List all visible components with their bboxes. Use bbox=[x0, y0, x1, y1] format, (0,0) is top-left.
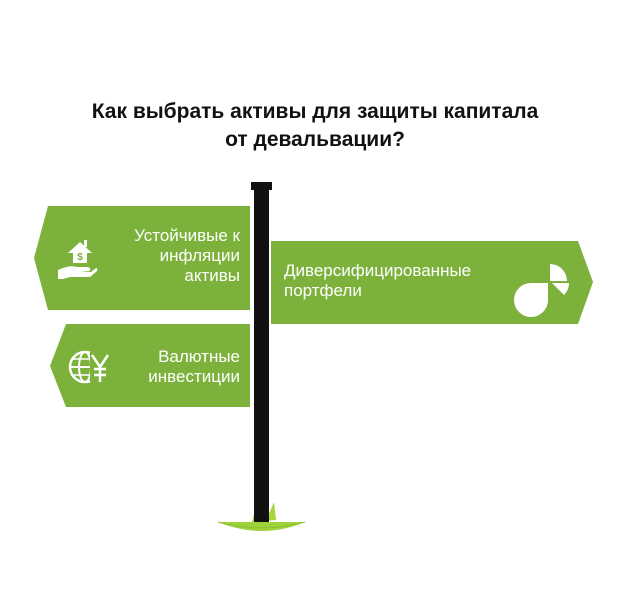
sign-label-line: инвестиции bbox=[148, 367, 240, 386]
diagram-title: Как выбрать активы для защиты капитала о… bbox=[0, 98, 630, 154]
title-line-1: Как выбрать активы для защиты капитала bbox=[91, 100, 539, 123]
title-line-2: от девальвации? bbox=[225, 128, 405, 151]
sign-inflation-resistant-assets[interactable]: $ bbox=[34, 206, 250, 310]
sign-label-line: портфели bbox=[284, 281, 362, 300]
sign-label-line: инфляции bbox=[159, 246, 240, 265]
sign-currency-investments[interactable] bbox=[50, 324, 250, 407]
hand-house-dollar-icon bbox=[58, 240, 98, 279]
sign-label-currency-investments: Валютные инвестиции bbox=[110, 347, 240, 387]
sign-label-inflation-resistant-assets: Устойчивые к инфляции активы bbox=[100, 226, 240, 286]
sign-label-line: Диверсифицированные bbox=[284, 261, 472, 280]
sign-label-line: Устойчивые к bbox=[134, 226, 240, 245]
sign-label-diversified-portfolios: Диверсифицированные портфели bbox=[284, 261, 524, 301]
signpost-pole bbox=[251, 182, 272, 522]
svg-text:$: $ bbox=[77, 252, 83, 263]
sign-diversified-portfolios[interactable] bbox=[271, 241, 593, 324]
pie-chart-icon bbox=[514, 264, 569, 317]
sign-label-line: Валютные bbox=[158, 347, 240, 366]
sign-label-line: активы bbox=[184, 266, 240, 285]
globe-yen-icon bbox=[68, 350, 110, 384]
